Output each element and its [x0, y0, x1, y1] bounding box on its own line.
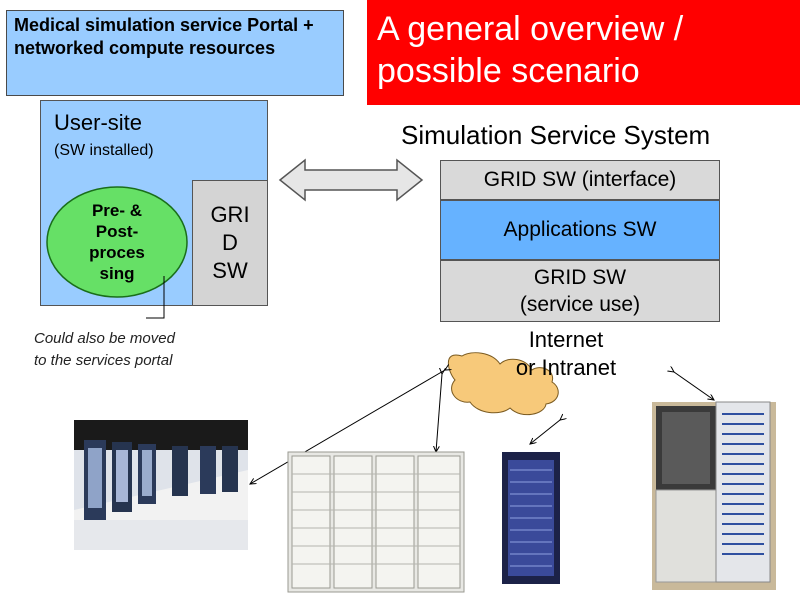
note-connector: [146, 276, 165, 319]
portal-title: Medical simulation service Portal + netw…: [14, 15, 314, 58]
preprocessing-label: Pre- & Post- proces sing: [89, 201, 145, 283]
user-grid-sw-label: GRI D SW: [210, 202, 250, 283]
supercomputer-hall-image: [74, 420, 248, 550]
server-rack-image: [287, 451, 465, 593]
network-label: Internet or Intranet: [515, 327, 617, 380]
note-text: Could also be moved to the services port…: [34, 330, 175, 369]
layer-grid-service-use: GRID SW (service use): [440, 260, 720, 322]
double-arrow-icon: [278, 158, 424, 202]
preprocessing-ellipse: [46, 186, 188, 298]
portal-box: [6, 10, 344, 96]
link-to-hall: [250, 370, 445, 484]
user-site-subtitle: (SW installed): [54, 142, 154, 159]
link-to-racks: [436, 374, 442, 452]
storage-tower-image: [502, 452, 560, 584]
title-banner: [367, 0, 800, 105]
cloud-icon: [447, 352, 559, 416]
user-site-title: User-site: [54, 110, 143, 135]
banner-title: A general overview / possible scenario: [377, 10, 684, 90]
layer-grid-interface: GRID SW (interface): [440, 160, 720, 200]
layer-applications: Applications SW: [440, 200, 720, 260]
simulation-service-title: Simulation Service System: [401, 120, 711, 150]
user-grid-sw-box: GRI D SW: [192, 180, 268, 306]
link-to-cluster: [674, 372, 714, 400]
cluster-cabinet-image: [652, 401, 776, 590]
link-to-storage: [530, 420, 560, 444]
